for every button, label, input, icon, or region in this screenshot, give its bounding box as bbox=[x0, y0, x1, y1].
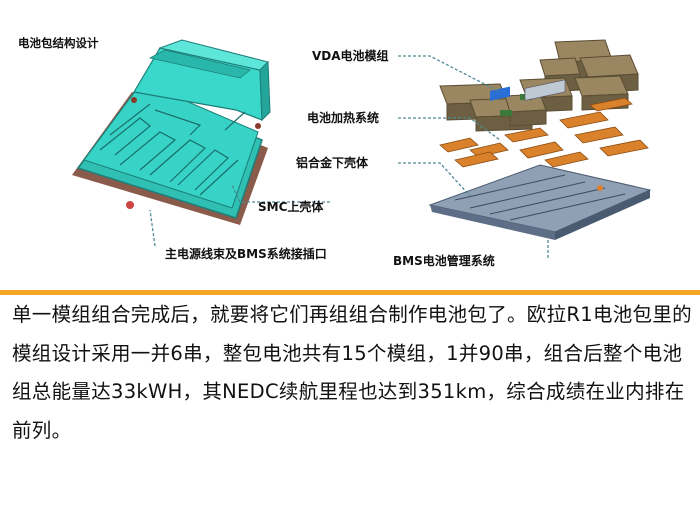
leader-lines bbox=[149, 55, 549, 258]
smc-upper-shell-illustration bbox=[72, 39, 271, 225]
battery-heating-system-illustration bbox=[439, 97, 649, 168]
label-vda-module: VDA电池模组 bbox=[312, 48, 389, 63]
battery-pack-diagram: 电池包结构设计 VDA电池模组 电池加热系统 铝合金下壳体 SMC上壳体 主电源… bbox=[18, 36, 652, 268]
label-smc-upper-shell: SMC上壳体 bbox=[258, 199, 324, 214]
diagram-canvas: 电池包结构设计 VDA电池模组 电池加热系统 铝合金下壳体 SMC上壳体 主电源… bbox=[18, 36, 652, 268]
label-bms: BMS电池管理系统 bbox=[393, 253, 495, 268]
diagram-title: 电池包结构设计 bbox=[18, 36, 99, 50]
caption-paragraph: 单一模组组合完成后，就要将它们再组组合制作电池包了。欧拉R1电池包里的模组设计采… bbox=[12, 303, 692, 442]
label-heating-system: 电池加热系统 bbox=[307, 110, 379, 125]
label-main-harness: 主电源线束及BMS系统接插口 bbox=[165, 246, 327, 261]
section-divider bbox=[0, 290, 700, 295]
label-lower-shell: 铝合金下壳体 bbox=[296, 155, 369, 170]
